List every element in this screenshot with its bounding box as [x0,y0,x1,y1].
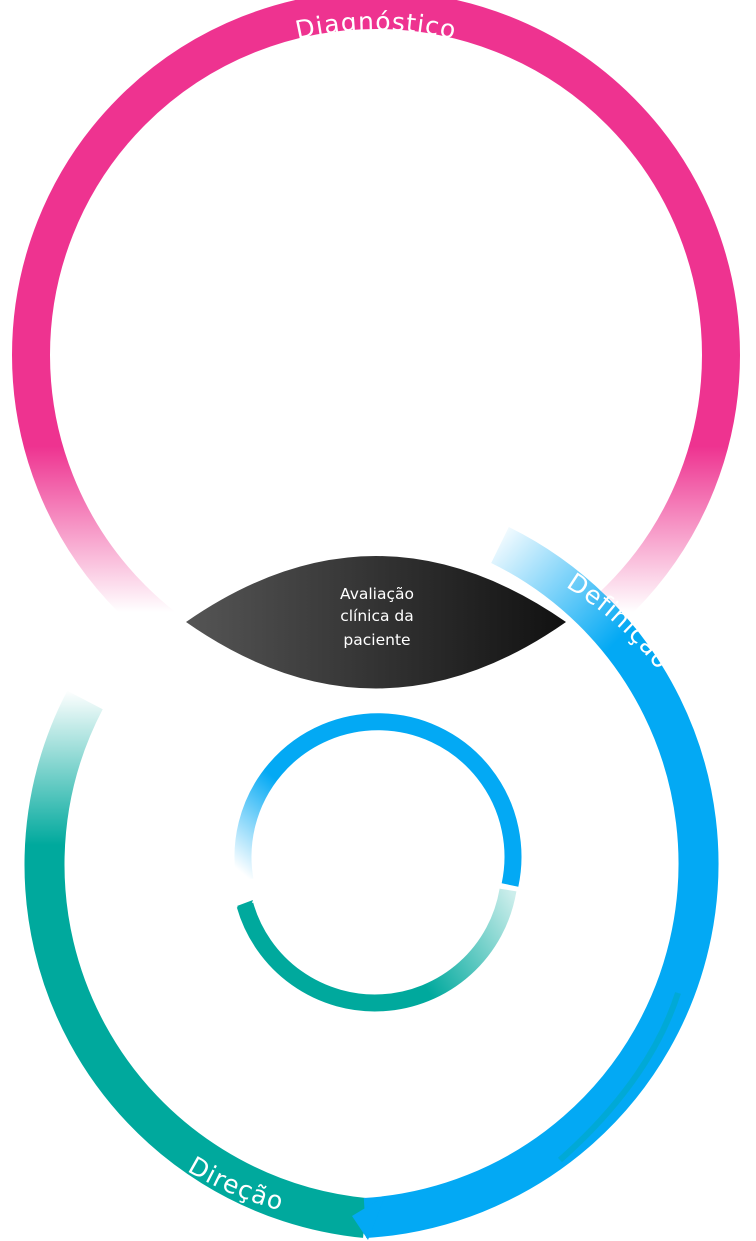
inner-teal-arc [236,888,517,1012]
center-label-line2: clínica da [340,607,414,625]
center-lens: Avaliação clínica da paciente [186,556,566,689]
inner-cycle-ring [234,713,522,1012]
center-label-line1: Avaliação [340,585,414,603]
diagnostico-ring [12,0,740,719]
definicao-arc [363,527,719,1238]
inner-blue-arc [234,713,522,887]
arc-arrow-tip [352,1196,385,1240]
lower-cycle-ring [24,527,719,1240]
label-diagnostico: Diagnóstico [293,7,460,45]
inner-arrow-tip [237,900,253,916]
direcao-arc [24,690,367,1238]
center-label-line3: paciente [343,631,410,649]
